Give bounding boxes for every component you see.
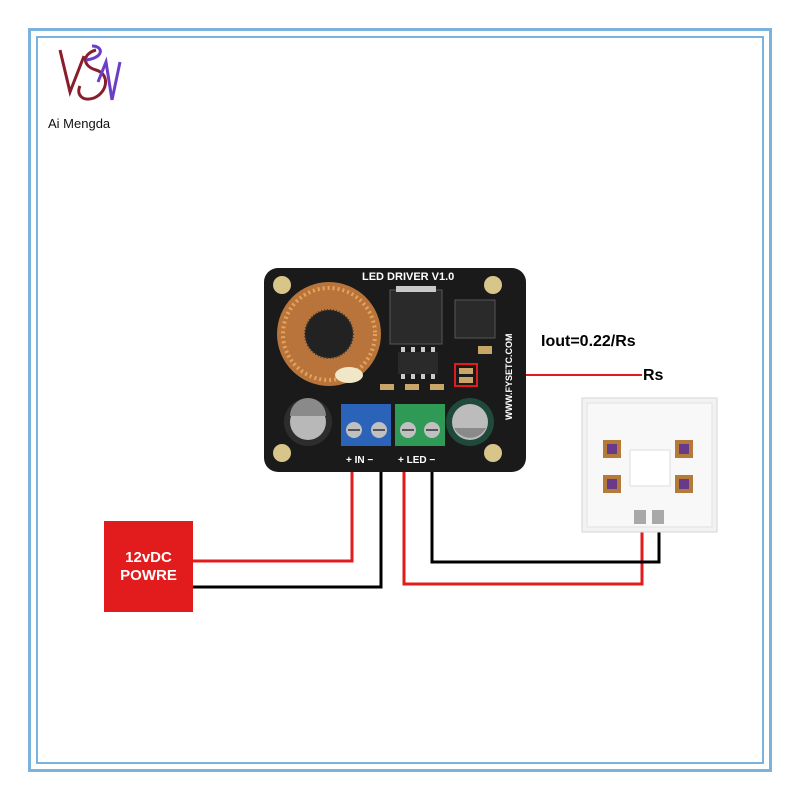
led-chip	[603, 475, 621, 493]
ic-8pin	[398, 352, 438, 374]
power-supply-box: 12vDC POWRE	[104, 521, 193, 612]
board-url: WWW.FYSETC.COM	[504, 334, 514, 421]
input-wires	[193, 466, 383, 589]
led-solder-pad	[652, 510, 664, 524]
outer-frame	[28, 28, 772, 772]
mounting-hole	[273, 444, 291, 462]
led-chip	[675, 475, 693, 493]
led-polarity-label: + LED −	[398, 455, 435, 466]
inner-frame	[36, 36, 764, 764]
input-positive-wire	[193, 466, 354, 563]
rs-label: Rs	[643, 367, 664, 384]
brand-name: Ai Mengda	[48, 116, 111, 131]
led-module	[581, 397, 718, 533]
am-monogram-logo	[58, 44, 122, 101]
led-chip	[675, 440, 693, 458]
input-negative-wire	[193, 466, 383, 589]
led-solder-pad	[634, 510, 646, 524]
led-terminal-block[interactable]	[395, 404, 445, 446]
mounting-hole	[484, 276, 502, 294]
led-positive-wire	[402, 466, 644, 586]
mounting-hole	[484, 444, 502, 462]
board-title: LED DRIVER V1.0	[362, 271, 454, 283]
input-capacitor	[284, 398, 332, 446]
led-driver-board: LED DRIVER V1.0 WWW.FYSETC.COM + IN − + …	[264, 268, 526, 472]
power-supply-label: POWRE	[120, 567, 177, 584]
mosfet	[454, 299, 496, 339]
led-wires	[402, 466, 661, 586]
led-center-pad	[629, 449, 671, 487]
output-capacitor	[446, 398, 494, 446]
mounting-hole	[273, 276, 291, 294]
main-ic	[389, 289, 443, 345]
led-negative-wire	[430, 466, 661, 564]
current-formula: Iout=0.22/Rs	[541, 333, 636, 350]
input-polarity-label: + IN −	[346, 455, 373, 466]
toroid-inductor	[277, 282, 381, 386]
power-supply-voltage: 12vDC	[125, 549, 172, 566]
led-chip	[603, 440, 621, 458]
input-terminal-block[interactable]	[341, 404, 391, 446]
rs-resistor-highlight	[454, 363, 478, 387]
